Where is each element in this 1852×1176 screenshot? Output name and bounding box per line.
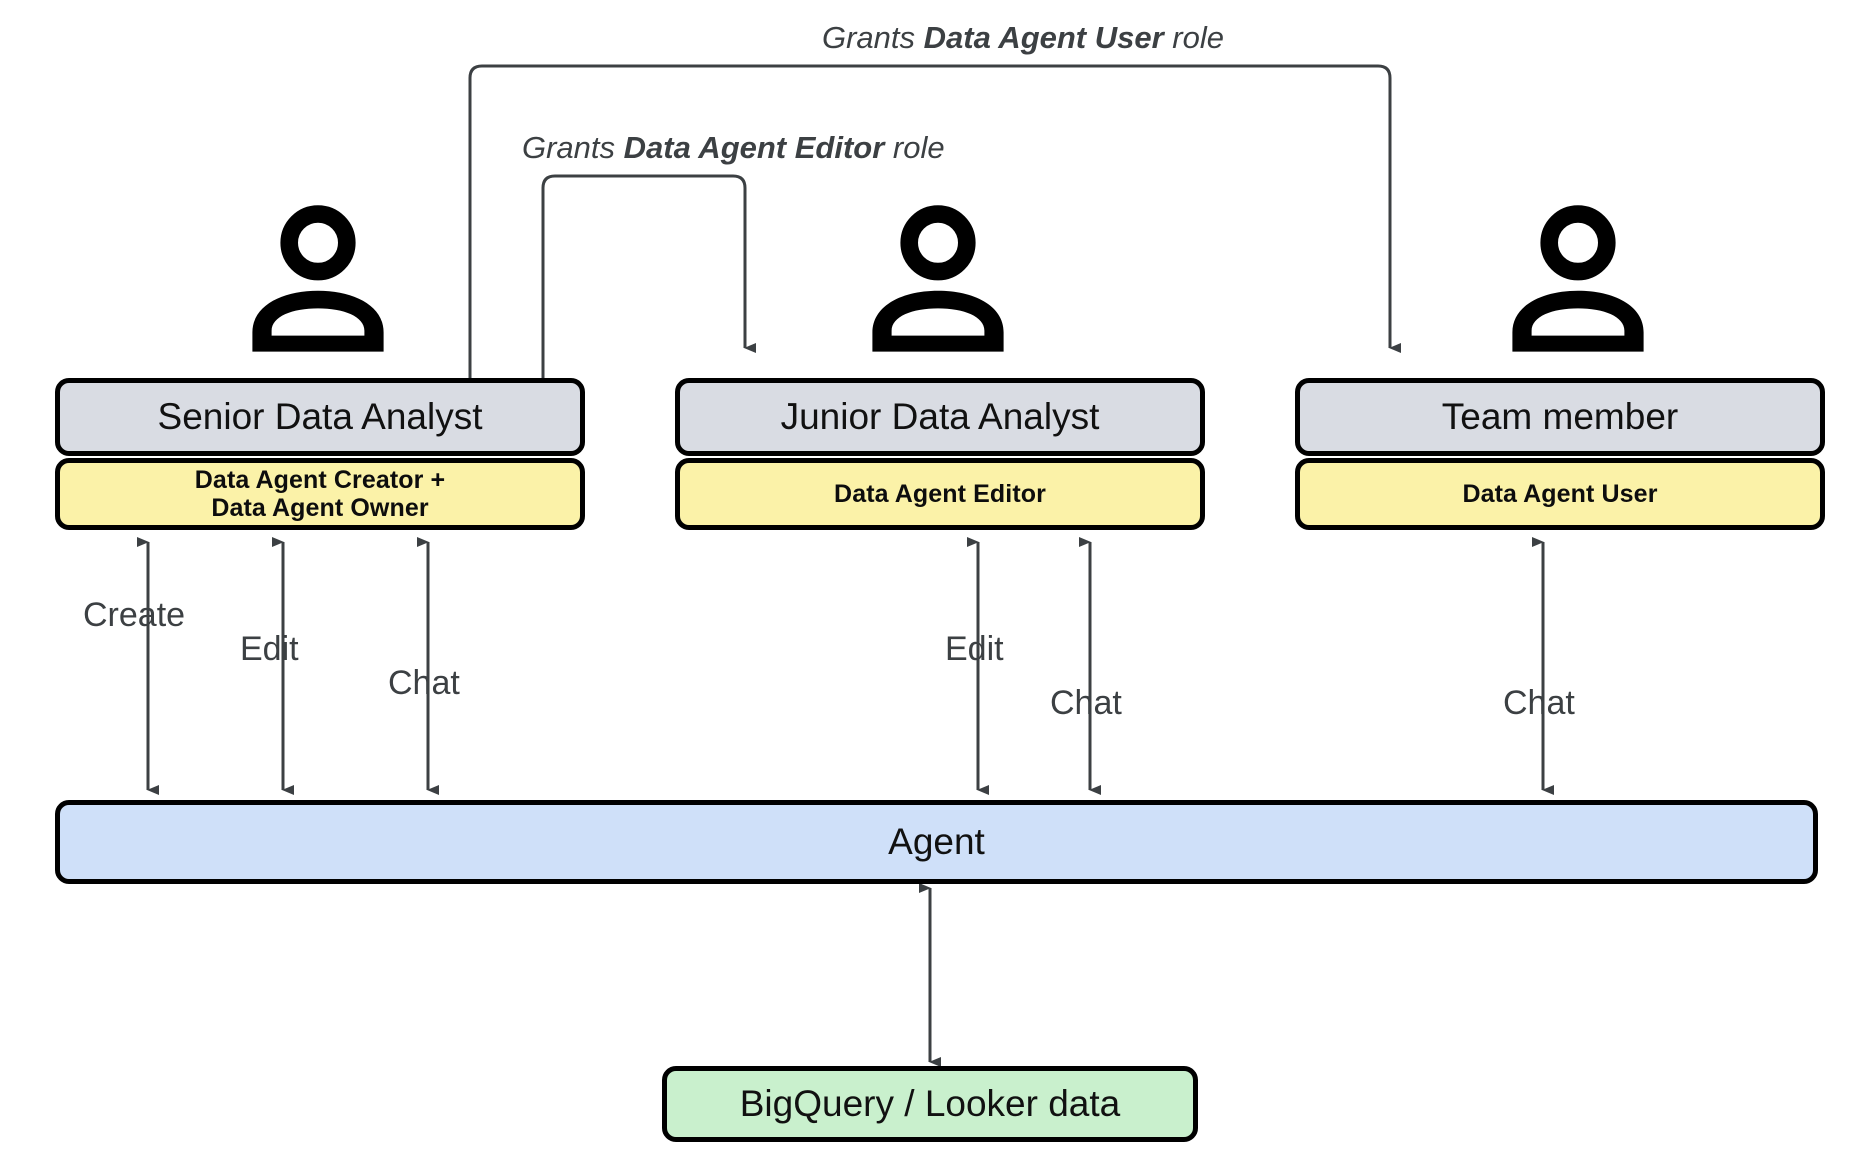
grant-prefix: Grants bbox=[822, 20, 924, 55]
grant-suffix: role bbox=[1163, 20, 1224, 55]
role-line-1: Data Agent Creator + bbox=[194, 466, 446, 494]
persona-role-junior-data-analyst[interactable]: Data Agent Editor bbox=[675, 458, 1205, 530]
person-icon bbox=[858, 198, 1018, 358]
grant-label-data-agent-user: Grants Data Agent User role bbox=[822, 20, 1224, 56]
action-label-senior-create: Create bbox=[83, 596, 186, 634]
agent-box[interactable]: Agent bbox=[55, 800, 1818, 884]
persona-title-junior-data-analyst[interactable]: Junior Data Analyst bbox=[675, 378, 1205, 456]
action-label-senior-edit: Edit bbox=[240, 630, 299, 668]
grant-suffix: role bbox=[884, 130, 945, 165]
grant-role: Data Agent User bbox=[923, 20, 1164, 55]
persona-role-senior-data-analyst[interactable]: Data Agent Creator + Data Agent Owner bbox=[55, 458, 585, 530]
persona-role-team-member[interactable]: Data Agent User bbox=[1295, 458, 1825, 530]
grant-prefix: Grants bbox=[522, 130, 624, 165]
person-icon bbox=[238, 198, 398, 358]
persona-title-senior-data-analyst[interactable]: Senior Data Analyst bbox=[55, 378, 585, 456]
role-line-1: Data Agent User bbox=[1462, 480, 1658, 508]
role-line-2: Data Agent Owner bbox=[211, 494, 429, 522]
persona-title-team-member[interactable]: Team member bbox=[1295, 378, 1825, 456]
action-label-senior-chat: Chat bbox=[388, 664, 460, 702]
action-label-junior-edit: Edit bbox=[945, 630, 1004, 668]
role-line-1: Data Agent Editor bbox=[834, 480, 1046, 508]
grant-label-data-agent-editor: Grants Data Agent Editor role bbox=[522, 130, 945, 166]
person-icon bbox=[1498, 198, 1658, 358]
grant-role: Data Agent Editor bbox=[623, 130, 885, 165]
connector-grants-data-agent-editor bbox=[541, 174, 756, 378]
datasource-box[interactable]: BigQuery / Looker data bbox=[662, 1066, 1198, 1142]
action-label-team-chat: Chat bbox=[1503, 684, 1575, 722]
action-label-junior-chat: Chat bbox=[1050, 684, 1122, 722]
